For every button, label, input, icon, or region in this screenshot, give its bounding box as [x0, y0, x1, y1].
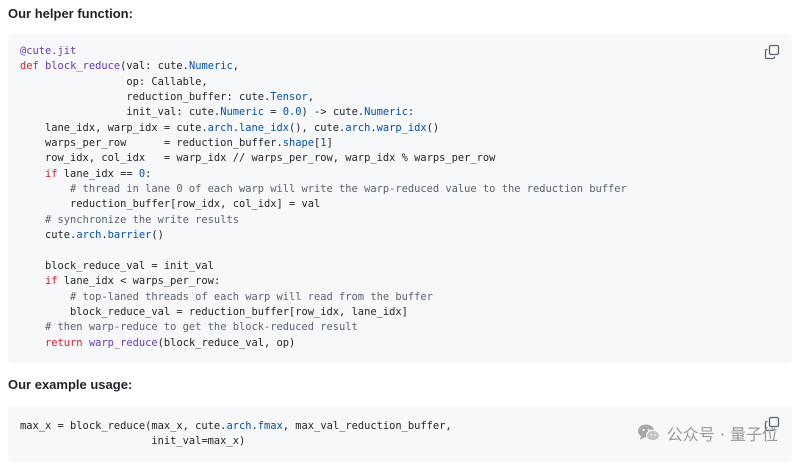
copy-icon[interactable] — [764, 44, 780, 60]
wechat-logo-icon — [637, 424, 660, 442]
copy-icon[interactable] — [764, 416, 780, 432]
helper-code-block: @cute.jit def block_reduce(val: cute.Num… — [8, 34, 792, 363]
copy-icon-svg — [764, 416, 780, 432]
watermark-text: 公众号 · 量子位 — [666, 425, 778, 444]
usage-code-block: max_x = block_reduce(max_x, cute.arch.fm… — [8, 406, 792, 462]
helper-function-heading: Our helper function: — [8, 6, 133, 21]
helper-code: @cute.jit def block_reduce(val: cute.Num… — [20, 45, 627, 349]
example-usage-heading: Our example usage: — [8, 377, 133, 392]
wechat-watermark: 公众号 · 量子位 — [637, 421, 778, 445]
usage-code: max_x = block_reduce(max_x, cute.arch.fm… — [20, 420, 452, 448]
copy-icon-svg — [764, 44, 780, 60]
